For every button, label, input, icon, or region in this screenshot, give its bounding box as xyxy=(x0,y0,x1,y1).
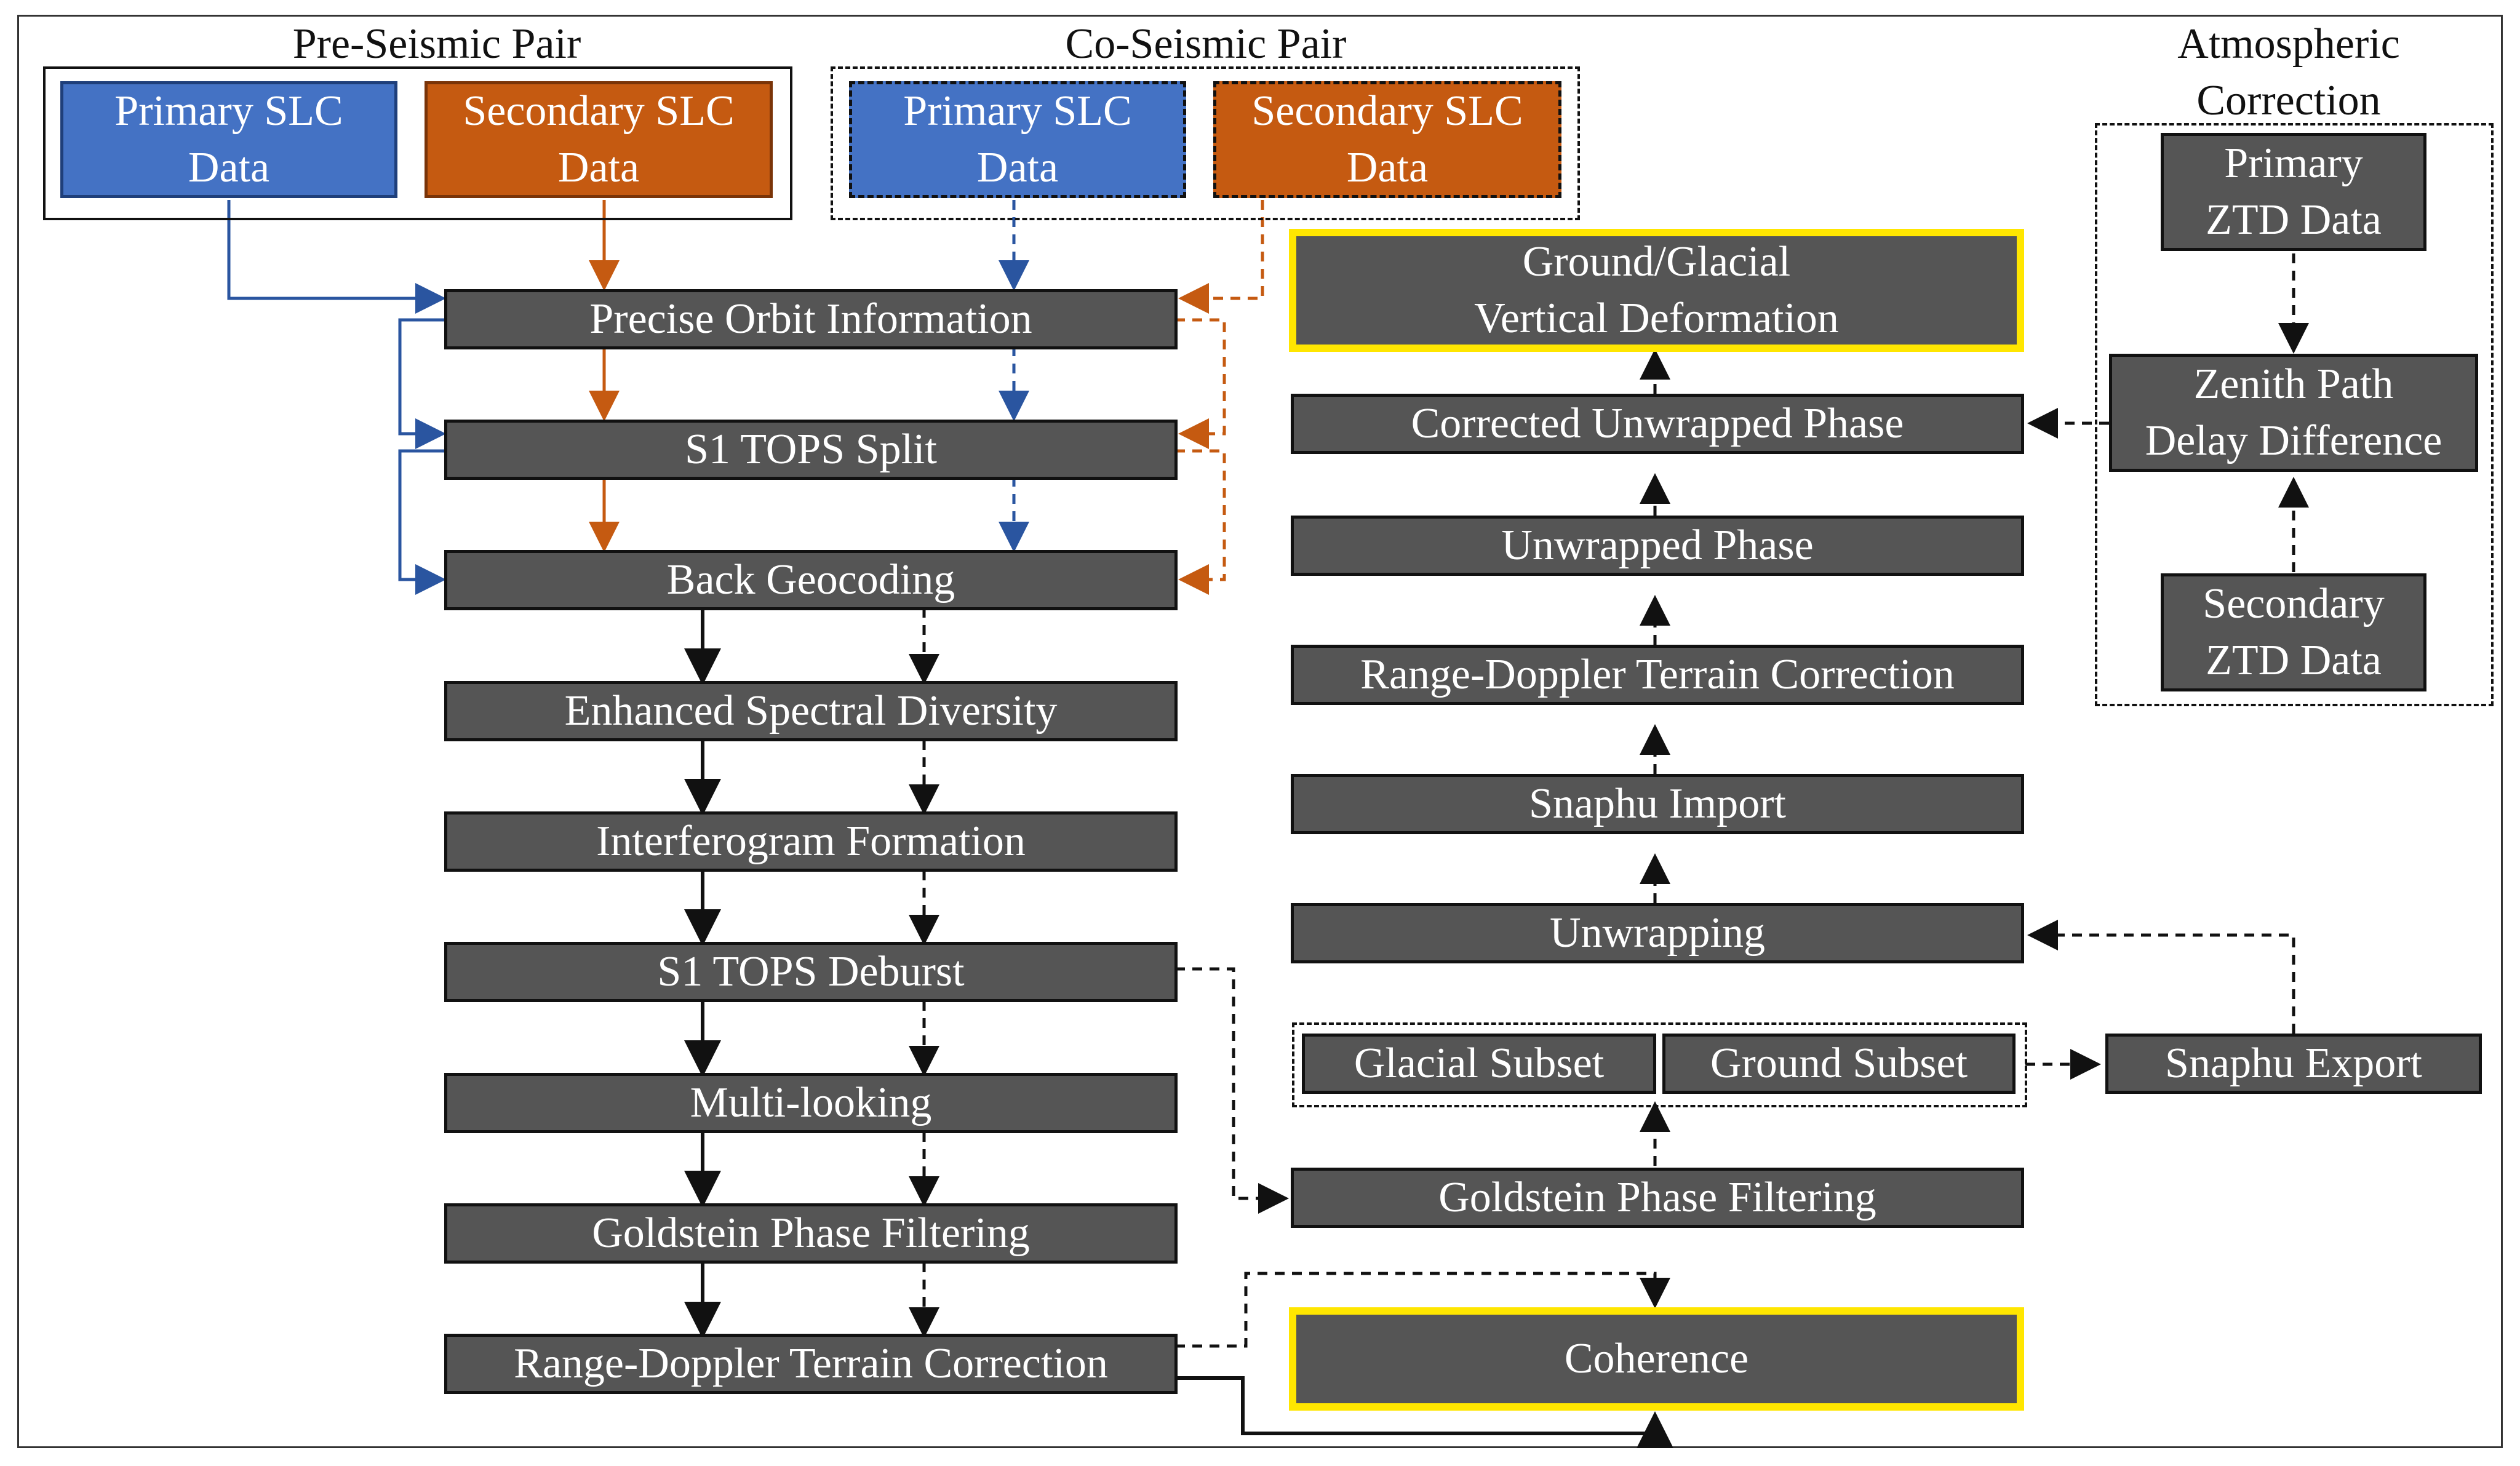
precise-orbit-step: Precise Orbit Information xyxy=(444,289,1178,349)
snaphu-import-step: Snaphu Import xyxy=(1291,774,2024,834)
zenith-path-delay-box: Zenith Path Delay Difference xyxy=(2109,354,2478,472)
snaphu-export-step: Snaphu Export xyxy=(2105,1034,2482,1094)
s1-tops-deburst-step: S1 TOPS Deburst xyxy=(444,942,1178,1002)
unwrapping-step: Unwrapping xyxy=(1291,903,2024,963)
vertical-deformation-output: Ground/Glacial Vertical Deformation xyxy=(1289,229,2024,352)
range-doppler-terrain-correction-2-step: Range-Doppler Terrain Correction xyxy=(1291,645,2024,705)
secondary-ztd-box: Secondary ZTD Data xyxy=(2161,573,2426,691)
coherence-output: Coherence xyxy=(1289,1307,2024,1411)
unwrapped-phase-step: Unwrapped Phase xyxy=(1291,516,2024,576)
diagram-frame xyxy=(17,15,2503,1448)
co-secondary-slc-box: Secondary SLC Data xyxy=(1213,81,1561,198)
atmospheric-group xyxy=(2095,123,2494,706)
left-chain-dashed-arrows xyxy=(909,253,2309,1348)
pre-seismic-group xyxy=(43,66,792,220)
goldstein-filtering-step: Goldstein Phase Filtering xyxy=(444,1203,1178,1264)
glacial-subset-step: Glacial Subset xyxy=(1302,1034,1656,1094)
range-doppler-terrain-correction-step: Range-Doppler Terrain Correction xyxy=(444,1334,1178,1394)
pre-primary-arrows xyxy=(227,200,448,595)
corrected-unwrapped-phase-step: Corrected Unwrapped Phase xyxy=(1291,394,2024,454)
primary-ztd-box: Primary ZTD Data xyxy=(2161,133,2426,251)
s1-tops-split-step: S1 TOPS Split xyxy=(444,420,1178,480)
back-geocoding-step: Back Geocoding xyxy=(444,550,1178,610)
atmospheric-title: Atmospheric Correction xyxy=(2177,20,2400,124)
goldstein-filtering-2-step: Goldstein Phase Filtering xyxy=(1291,1168,2024,1228)
left-chain-solid-arrows xyxy=(684,608,1673,1448)
pre-seismic-title: Pre-Seismic Pair xyxy=(292,20,581,68)
ground-subset-step: Ground Subset xyxy=(1662,1034,2016,1094)
pre-secondary-slc-box: Secondary SLC Data xyxy=(425,81,773,198)
co-primary-slc-box: Primary SLC Data xyxy=(849,81,1186,198)
multi-looking-step: Multi-looking xyxy=(444,1073,1178,1133)
enhanced-spectral-diversity-step: Enhanced Spectral Diversity xyxy=(444,681,1178,741)
co-seismic-group xyxy=(831,66,1580,220)
co-secondary-arrows xyxy=(1175,200,1264,595)
pre-primary-slc-box: Primary SLC Data xyxy=(60,81,397,198)
subset-group xyxy=(1292,1022,2027,1107)
interferogram-formation-step: Interferogram Formation xyxy=(444,811,1178,872)
co-seismic-title: Co-Seismic Pair xyxy=(1065,20,1347,68)
